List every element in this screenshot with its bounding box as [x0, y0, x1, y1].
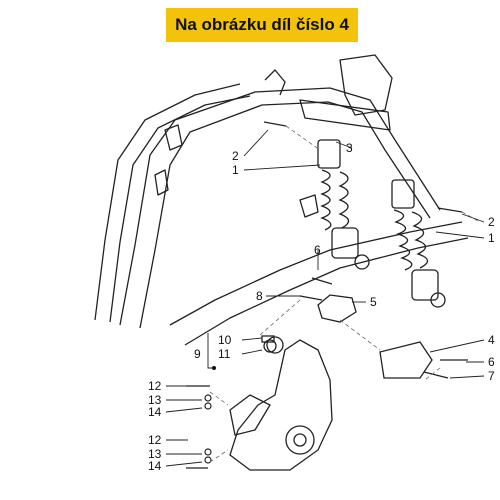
callout-11: 11	[218, 347, 231, 361]
guide-lines	[209, 125, 481, 463]
callout-leaders	[165, 129, 485, 467]
callout-dot	[212, 366, 216, 370]
mount-bracket	[229, 294, 433, 471]
part-title-banner: Na obrázku díl číslo 4	[166, 8, 358, 42]
callout-1: 1	[232, 163, 239, 177]
bolts	[186, 121, 468, 469]
callout-14-top: 14	[148, 405, 162, 419]
callout-4: 4	[488, 333, 495, 347]
callout-12-top: 12	[148, 379, 162, 393]
callout-6-top: 6	[314, 243, 321, 257]
shock-absorber-right	[391, 179, 446, 308]
callout-14-bottom: 14	[148, 459, 162, 473]
callout-2: 2	[232, 149, 239, 163]
callout-3: 3	[346, 141, 353, 155]
callout-8: 8	[256, 289, 263, 303]
shock-absorber-left	[317, 139, 370, 270]
callout-13-bottom: 13	[148, 447, 162, 461]
part-title-text: Na obrázku díl číslo 4	[175, 15, 349, 34]
callout-9: 9	[194, 347, 201, 361]
callout-numbers: 2 1 3 2 1 6 8 5 10 9 11 4 6 7 12 13 14 1…	[148, 141, 495, 473]
callout-12-bottom: 12	[148, 433, 162, 447]
frame-tubes	[94, 54, 469, 346]
callout-2-right: 2	[488, 215, 495, 229]
callout-1-right: 1	[488, 231, 495, 245]
callout-7: 7	[488, 369, 495, 383]
callout-5: 5	[370, 295, 377, 309]
callout-10: 10	[218, 333, 232, 347]
callout-13-top: 13	[148, 393, 162, 407]
callout-6-bottom: 6	[488, 355, 495, 369]
